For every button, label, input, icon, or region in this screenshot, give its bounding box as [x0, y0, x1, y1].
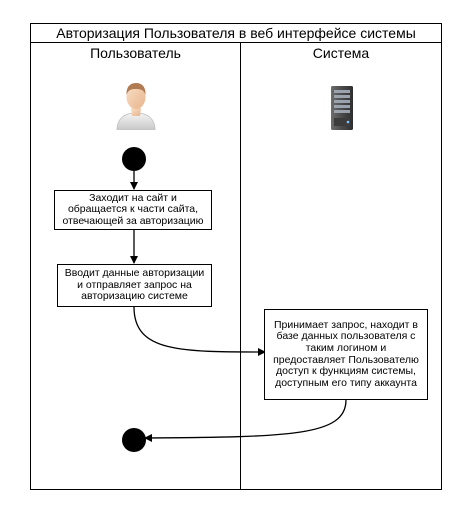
flow-step3-to-end — [144, 399, 347, 442]
step-send-request: Вводит данные авторизации и отправляет з… — [57, 264, 212, 307]
lane-divider — [240, 43, 241, 490]
server-icon — [331, 86, 353, 130]
user-icon — [116, 83, 156, 130]
diagram-frame — [30, 23, 442, 490]
end-node — [122, 428, 146, 452]
start-node — [122, 147, 146, 171]
flow-step2-to-step3 — [133, 306, 266, 356]
step-process-request: Принимает запрос, находит в базе данных … — [264, 309, 428, 400]
lane-header-user: Пользователь — [90, 45, 181, 61]
diagram-title: Авторизация Пользователя в веб интерфейс… — [30, 23, 442, 43]
step-login-site: Заходит на сайт и обращается к части сай… — [54, 190, 212, 230]
lane-header-system: Система — [312, 45, 370, 61]
